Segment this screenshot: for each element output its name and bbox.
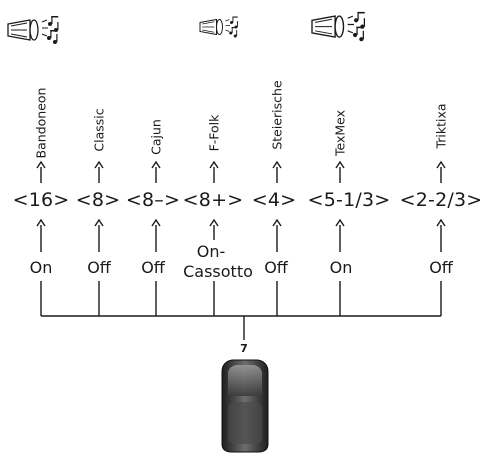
arrow-to-voice-head [335,160,345,169]
loudspeaker-notes-icon [199,16,239,38]
register-button-face [228,402,262,444]
state-label: Off [87,258,111,277]
arrow-to-voice-head [436,160,446,169]
loudspeaker-notes-icon [7,15,60,45]
loudspeaker-notes-icon [311,11,366,42]
arrow-to-voice-head [151,160,161,169]
footage-label: <4> [251,189,297,211]
voice-label: Steierische [269,80,285,151]
control-number: 7 [240,342,248,355]
voice-label: Triktixa [433,103,449,149]
footage-label: <8–> [125,189,181,211]
state-label: On-Cassotto [183,242,253,281]
arrow-to-footage-head [436,218,446,227]
state-label: On [29,258,53,277]
voice-label: F-Folk [206,114,222,152]
voice-label: Bandoneon [33,87,49,159]
footage-label: <8+> [182,189,244,211]
arrow-to-voice-head [94,160,104,169]
arrow-to-voice-head [272,160,282,169]
voice-label: TexMex [332,110,348,157]
state-label: On [329,258,353,277]
footage-label: <5-1/3> [307,189,391,211]
arrow-to-footage-head [209,218,219,227]
arrow-to-footage-head [94,218,104,227]
state-label: Off [141,258,165,277]
voice-label: Classic [91,108,107,152]
arrow-to-footage-head [151,218,161,227]
arrow-to-voice-head [36,160,46,169]
register-button-highlight [228,365,262,396]
state-label: Off [429,258,453,277]
arrow-to-voice-head [209,160,219,169]
state-label: Off [264,258,288,277]
footage-label: <8> [75,189,121,211]
footage-label: <2-2/3> [399,189,480,211]
arrow-to-footage-head [36,218,46,227]
voice-label: Cajun [148,119,164,155]
arrow-to-footage-head [272,218,282,227]
arrow-to-footage-head [335,218,345,227]
footage-label: <16> [12,189,70,211]
